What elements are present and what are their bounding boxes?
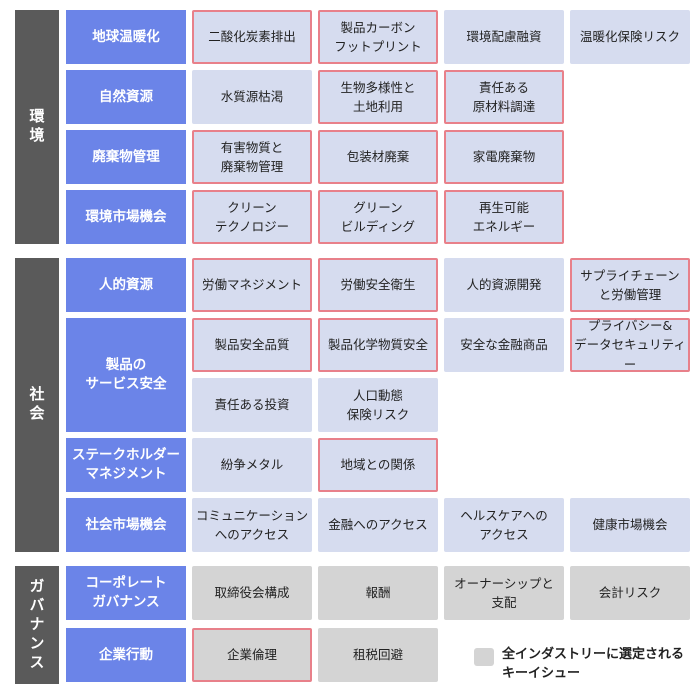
issue-cell: 紛争メタル <box>192 438 312 492</box>
issue-cell: 二酸化炭素排出 <box>192 10 312 64</box>
issue-cell: 再生可能 エネルギー <box>444 190 564 244</box>
issue-cell: 人的資源開発 <box>444 258 564 312</box>
issue-cell: 有害物質と 廃棄物管理 <box>192 130 312 184</box>
theme-5: 製品の サービス安全 <box>66 318 186 432</box>
issue-cell: 製品カーボン フットプリント <box>318 10 438 64</box>
issue-cell: 温暖化保険リスク <box>570 10 690 64</box>
issue-cell: 地域との関係 <box>318 438 438 492</box>
issue-cell: 家電廃棄物 <box>444 130 564 184</box>
theme-7: 社会市場機会 <box>66 498 186 552</box>
pillar-governance: ガバナンス <box>15 566 59 684</box>
issue-cell: 取締役会構成 <box>192 566 312 620</box>
issue-cell: 製品化学物質安全 <box>318 318 438 372</box>
issue-cell: サプライチェーン と労働管理 <box>570 258 690 312</box>
legend-swatch <box>474 648 494 666</box>
issue-cell: 報酬 <box>318 566 438 620</box>
issue-cell: グリーン ビルディング <box>318 190 438 244</box>
theme-0: 地球温暖化 <box>66 10 186 64</box>
issue-cell: コミュニケーション へのアクセス <box>192 498 312 552</box>
issue-cell: 健康市場機会 <box>570 498 690 552</box>
theme-3: 環境市場機会 <box>66 190 186 244</box>
pillar-environment: 環境 <box>15 10 59 244</box>
issue-cell: プライバシー& データセキュリティー <box>570 318 690 372</box>
issue-cell: 環境配慮融資 <box>444 10 564 64</box>
issue-cell: 租税回避 <box>318 628 438 682</box>
legend-label: 全インダストリーに選定される キーイシュー <box>502 647 685 681</box>
theme-6: ステークホルダー マネジメント <box>66 438 186 492</box>
theme-9: 企業行動 <box>66 628 186 682</box>
issue-cell: 労働マネジメント <box>192 258 312 312</box>
issue-cell: 労働安全衛生 <box>318 258 438 312</box>
issue-cell: 会計リスク <box>570 566 690 620</box>
issue-cell: ヘルスケアへの アクセス <box>444 498 564 552</box>
issue-cell: 水質源枯渇 <box>192 70 312 124</box>
issue-cell: 包装材廃棄 <box>318 130 438 184</box>
issue-cell: 責任ある投資 <box>192 378 312 432</box>
issue-cell: 責任ある 原材料調達 <box>444 70 564 124</box>
issue-cell: 企業倫理 <box>192 628 312 682</box>
issue-cell: 人口動態 保険リスク <box>318 378 438 432</box>
issue-cell: クリーン テクノロジー <box>192 190 312 244</box>
theme-8: コーポレート ガバナンス <box>66 566 186 620</box>
pillar-social: 社会 <box>15 258 59 552</box>
theme-2: 廃棄物管理 <box>66 130 186 184</box>
issue-cell: オーナーシップと 支配 <box>444 566 564 620</box>
theme-1: 自然資源 <box>66 70 186 124</box>
issue-cell: 金融へのアクセス <box>318 498 438 552</box>
issue-cell: 製品安全品質 <box>192 318 312 372</box>
issue-cell: 生物多様性と 土地利用 <box>318 70 438 124</box>
theme-4: 人的資源 <box>66 258 186 312</box>
issue-cell: 安全な金融商品 <box>444 318 564 372</box>
